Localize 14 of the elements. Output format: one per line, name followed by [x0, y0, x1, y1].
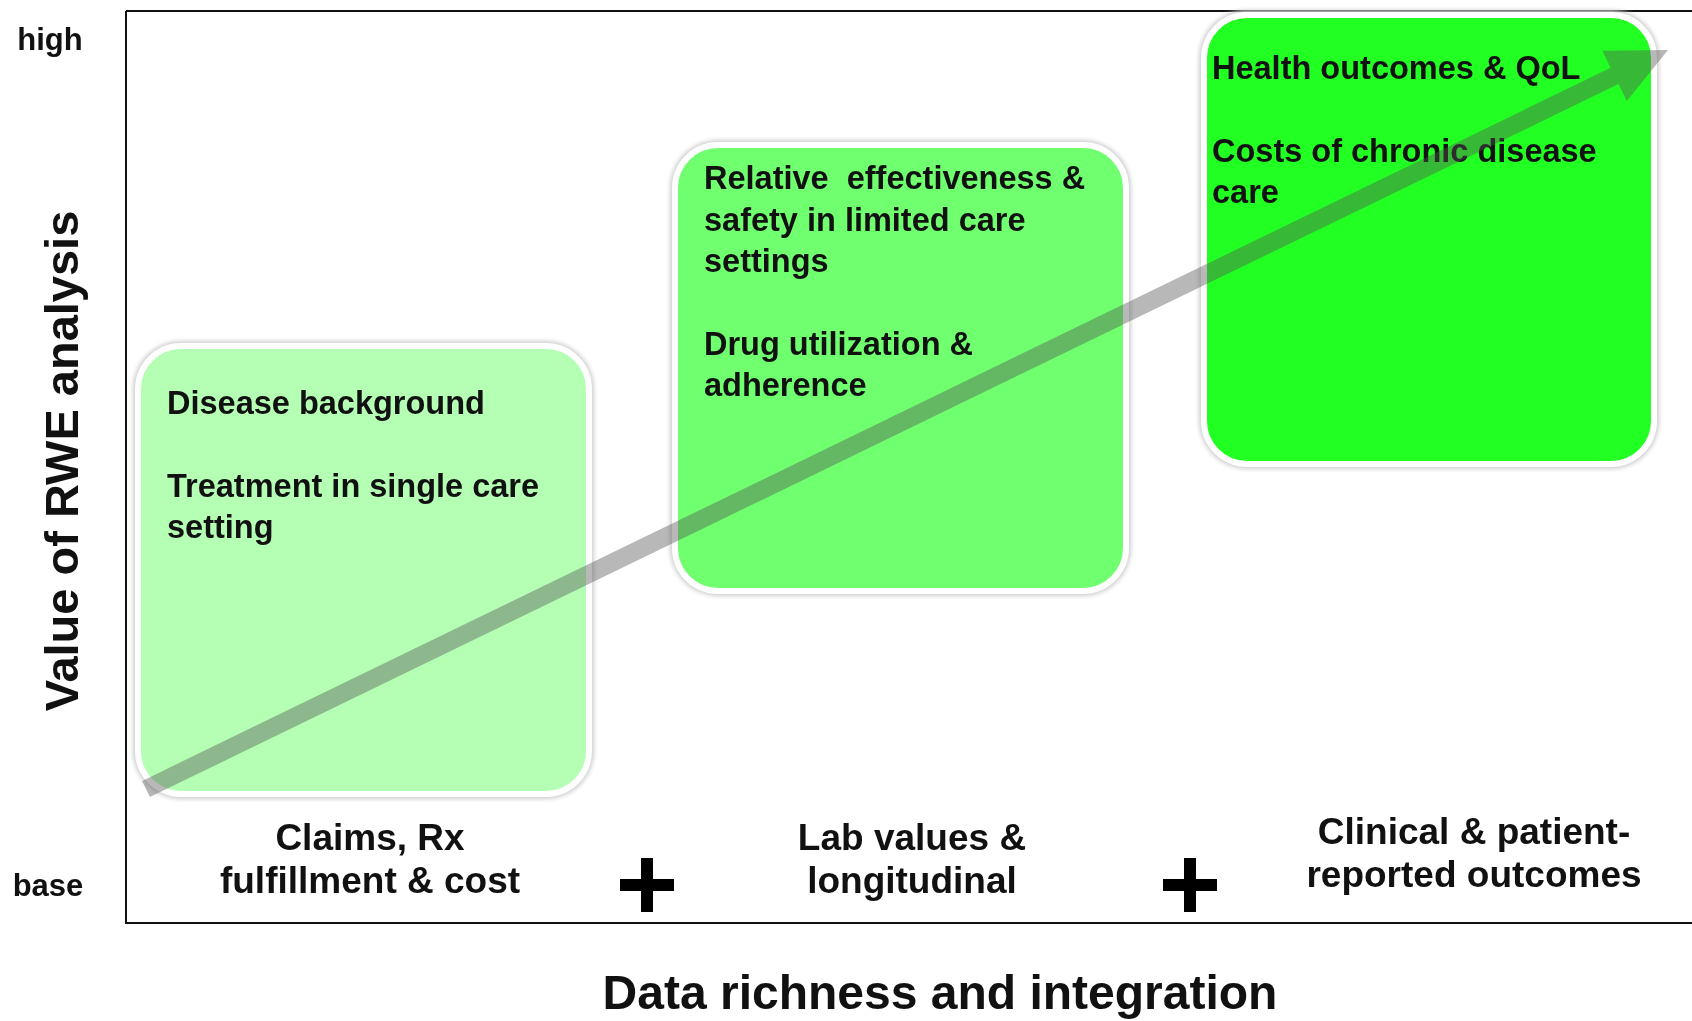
box-text: Relative effectiveness & safety in limited care settings: [704, 159, 1087, 281]
box-text: Health outcomes & QoL: [1212, 49, 1582, 88]
axis-label: high: [16, 22, 84, 58]
data-source-label: Lab values & longitudinal: [796, 816, 1028, 902]
block-arrow: [142, 50, 1668, 798]
axis-label: base: [11, 868, 85, 904]
box-text: Costs of chronic disease care: [1212, 131, 1598, 212]
box-text: Disease background: [167, 384, 486, 423]
box-text: Drug utilization & adherence: [704, 324, 974, 405]
axis-title: Value of RWE analysis: [35, 209, 89, 714]
data-source-label: Clinical & patient-reported outcomes: [1305, 810, 1643, 896]
data-source-label: Claims, Rx fulfillment & cost: [218, 816, 522, 902]
axis-title: Data richness and integration: [601, 965, 1279, 1020]
box-text: Treatment in single care setting: [167, 466, 541, 547]
